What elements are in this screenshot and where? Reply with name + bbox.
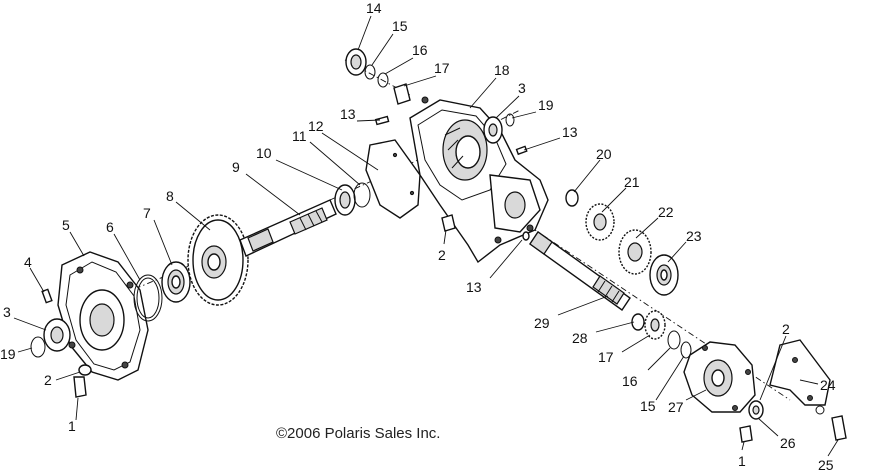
callout-13-upper: 13 <box>340 106 356 122</box>
callout-16-lower: 16 <box>622 373 638 389</box>
callout-27: 27 <box>668 399 684 415</box>
callout-3-left: 3 <box>3 304 11 320</box>
dowel-pin <box>41 288 53 304</box>
case-gasket <box>365 139 421 219</box>
callout-4: 4 <box>24 254 32 270</box>
ring-gear <box>187 214 249 306</box>
callout-22: 22 <box>658 204 674 220</box>
callout-19-left: 19 <box>0 346 16 362</box>
callout-labels: 14 15 16 17 18 3 19 13 12 11 10 9 13 20 … <box>0 0 836 472</box>
callout-26: 26 <box>780 435 796 451</box>
left-case-cover <box>57 251 149 381</box>
callout-8: 8 <box>166 188 174 204</box>
callout-1-right: 1 <box>738 453 746 469</box>
output-shaft <box>239 199 337 257</box>
callout-13-right: 13 <box>562 124 578 140</box>
callout-2-center: 2 <box>438 247 446 263</box>
callout-23: 23 <box>686 228 702 244</box>
dowel-pin-right <box>515 145 528 156</box>
callout-24: 24 <box>820 377 836 393</box>
bracket-bolt <box>831 415 847 441</box>
cover-o-ring <box>133 274 163 322</box>
callout-16-upper: 16 <box>412 42 428 58</box>
lower-washer <box>631 313 645 331</box>
top-washer <box>377 72 389 88</box>
snap-ring <box>353 182 371 208</box>
callout-15-upper: 15 <box>392 18 408 34</box>
callout-11: 11 <box>292 128 307 144</box>
dowel-pin-upper <box>374 115 390 126</box>
upper-o-ring <box>505 113 515 127</box>
left-drain-bolt <box>73 376 87 398</box>
left-bearing <box>161 261 191 303</box>
callout-17-upper: 17 <box>434 60 450 76</box>
left-drain-washer <box>78 364 92 376</box>
callout-18: 18 <box>494 62 510 78</box>
callout-2-right: 2 <box>782 321 790 337</box>
callout-28: 28 <box>572 330 588 346</box>
callout-13-lower: 13 <box>466 279 482 295</box>
top-bearing <box>345 48 367 76</box>
drive-gear-small <box>585 203 615 241</box>
callout-17-lower: 17 <box>598 349 614 365</box>
main-gear-case <box>409 96 549 264</box>
callout-12: 12 <box>308 118 324 134</box>
lower-gear <box>644 310 666 340</box>
callout-6: 6 <box>106 219 114 235</box>
shaft-bearing <box>334 184 356 216</box>
leader-lines <box>13 15 839 457</box>
drive-gear-large <box>618 229 652 275</box>
front-case-cover <box>683 341 756 413</box>
callout-14: 14 <box>366 0 382 16</box>
callout-10: 10 <box>256 145 272 161</box>
callout-9: 9 <box>232 159 240 175</box>
bracket-washer <box>815 405 825 415</box>
callout-19-upper: 19 <box>538 97 554 113</box>
output-bearing <box>649 254 679 296</box>
front-drain-bolt <box>739 425 753 443</box>
callout-29: 29 <box>534 315 550 331</box>
left-o-ring <box>30 336 46 358</box>
gear-spacer <box>565 189 579 207</box>
lower-o-ring <box>680 341 692 359</box>
center-drain-plug <box>441 214 456 232</box>
callout-1-left: 1 <box>68 418 76 434</box>
callout-25: 25 <box>818 457 834 472</box>
copyright-notice: ©2006 Polaris Sales Inc. <box>276 425 440 442</box>
lower-snap-ring <box>667 330 681 350</box>
mount-bracket <box>769 339 831 406</box>
callout-3-upper: 3 <box>518 80 526 96</box>
callout-15-lower: 15 <box>640 398 656 414</box>
callout-20: 20 <box>596 146 612 162</box>
dowel-pin-lower <box>522 231 530 241</box>
front-output-shaft <box>529 231 631 311</box>
callout-5: 5 <box>62 217 70 233</box>
callout-7: 7 <box>143 205 151 221</box>
top-nut <box>393 83 411 105</box>
callout-21: 21 <box>624 174 640 190</box>
top-snap-ring <box>364 64 376 80</box>
callout-2-left: 2 <box>44 372 52 388</box>
